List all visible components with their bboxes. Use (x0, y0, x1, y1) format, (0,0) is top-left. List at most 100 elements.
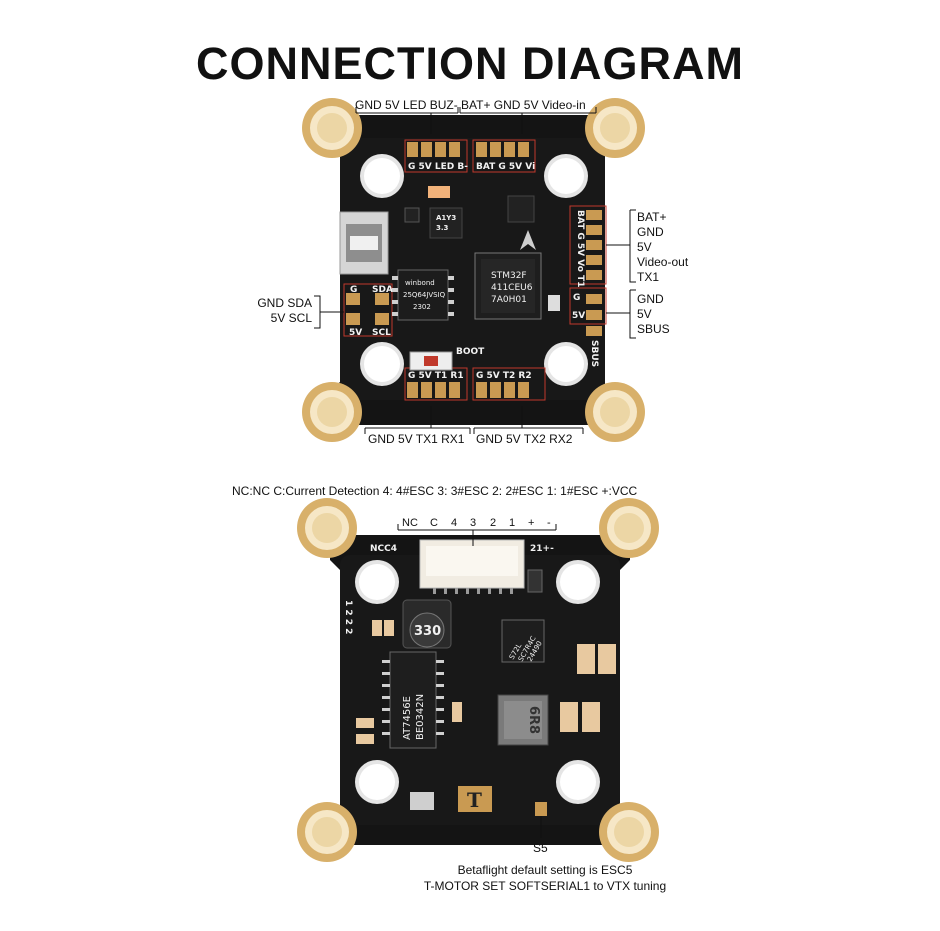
page-title: CONNECTION DIAGRAM (196, 38, 744, 89)
fc-label-right-upper: BAT+ GND 5V Video-out TX1 (637, 210, 688, 285)
esc-mount-ring-tr (599, 498, 659, 558)
esc-logo (458, 786, 492, 812)
fc-flash-line3: 2302 (413, 303, 431, 311)
fc-top-right-bracket (459, 107, 597, 134)
fc-right-upper-bracket (606, 209, 636, 283)
fc-usb-connector (339, 211, 389, 275)
esc-silk-right: 21+- (530, 544, 554, 554)
esc-inductor-label: 330 (414, 624, 441, 639)
esc-silk-left: NCC4 (370, 544, 397, 554)
fc-label-right-upper-3: 5V (637, 240, 652, 254)
esc-note-line1: Betaflight default setting is ESC5 (457, 863, 633, 877)
fc-hole-tl (360, 154, 404, 198)
fc-label-bottom-right: GND 5V TX2 RX2 (476, 432, 573, 446)
esc-module-label: 6R8 (526, 706, 541, 734)
fc-mcu-line3: 7A0H01 (491, 295, 527, 305)
fc-label-right-lower-1: GND (637, 292, 664, 306)
esc-connector (419, 539, 525, 594)
esc-mount-ring-bl (297, 802, 357, 862)
esc-pin-2: 2 (490, 517, 496, 529)
esc-mount-ring-br (599, 802, 659, 862)
esc-logo-text: T (467, 788, 482, 812)
esc-mount-ring-tl (297, 498, 357, 558)
esc-hole-tl (355, 560, 399, 604)
fc-label-right-upper-4: Video-out (637, 255, 689, 269)
esc-note: Betaflight default setting is ESC5 T-MOT… (410, 862, 680, 894)
fc-label-right-upper-1: BAT+ (637, 210, 667, 224)
fc-label-right-upper-2: GND (637, 225, 664, 239)
esc-osd-chip (382, 651, 444, 749)
fc-hole-br (544, 342, 588, 386)
fc-left-bracket (314, 295, 344, 329)
esc-hole-tr (556, 560, 600, 604)
fc-label-left: GND SDA 5V SCL (230, 296, 312, 326)
fc-mount-ring-bl (302, 382, 362, 442)
fc-mount-ring-tl (302, 98, 362, 158)
esc-pin-c: C (430, 517, 438, 529)
fc-silk-sbus-5v: 5V (572, 311, 585, 321)
esc-hole-bl (355, 760, 399, 804)
fc-mcu-chip (474, 252, 542, 320)
fc-mcu-line2: 411CEU6 (491, 283, 533, 293)
esc-pin-1: 1 (509, 517, 515, 529)
fc-label-right-lower-2: 5V (637, 307, 652, 321)
fc-bottom-right-bracket (473, 406, 584, 434)
fc-ic-line2: 3.3 (436, 224, 449, 232)
fc-top-pads (404, 139, 536, 173)
fc-hole-bl (360, 342, 404, 386)
fc-silk-bottom-left: G 5V T1 R1 (408, 371, 464, 381)
esc-pin-plus: + (528, 517, 534, 529)
esc-silk-side: 1 2 2 2 (343, 600, 353, 634)
fc-boot-button (409, 351, 453, 371)
esc-pin-4: 4 (451, 517, 457, 529)
fc-right-lower-bracket (606, 289, 636, 339)
esc-s5-pad (535, 802, 547, 816)
esc-header-legend: NC:NC C:Current Detection 4: 4#ESC 3: 3#… (232, 484, 638, 498)
fc-label-right-lower-3: SBUS (637, 322, 670, 336)
esc-osd-line1: AT7456E (402, 696, 413, 740)
fc-silk-left-g: G (350, 285, 357, 295)
fc-board-main (340, 138, 605, 400)
fc-silk-boot: BOOT (456, 347, 485, 357)
fc-silk-right-stack: BAT G 5V Vo T1 (575, 210, 585, 287)
esc-hole-br (556, 760, 600, 804)
esc-pin-3: 3 (470, 517, 476, 529)
fc-mount-ring-tr (585, 98, 645, 158)
fc-silk-left-scl: SCL (372, 328, 391, 338)
esc-note-line2: T-MOTOR SET SOFTSERIAL1 to VTX tuning (423, 879, 667, 893)
esc-mcu-chip (501, 619, 545, 663)
esc-osd-line2: BE0342N (415, 694, 426, 740)
fc-bottom-pads (404, 367, 546, 401)
esc-connector-pin-labels: NC C 4 3 2 1 + - (402, 517, 551, 529)
fc-silk-bottom-right: G 5V T2 R2 (476, 371, 532, 381)
fc-label-right-upper-5: TX1 (637, 270, 660, 284)
fc-label-bottom-left: GND 5V TX1 RX1 (368, 432, 465, 446)
fc-left-pads (343, 283, 393, 337)
esc-inductor (402, 599, 452, 649)
fc-silk-top-left: G 5V LED B- (408, 162, 468, 172)
fc-ic-line1: A1Y3 (436, 214, 456, 222)
fc-flash-line1: winbond (405, 279, 435, 287)
fc-mcu-line1: STM32F (491, 271, 527, 281)
fc-label-top-right: BAT+ GND 5V Video-in (461, 98, 586, 112)
fc-label-left-row2: 5V SCL (270, 311, 312, 325)
fc-silk-left-sda: SDA (372, 285, 393, 295)
esc-connector-bracket (397, 524, 557, 546)
fc-top-left-bracket (355, 107, 459, 134)
fc-silk-sbus-g: G (573, 293, 580, 303)
esc-pin-minus: - (547, 517, 551, 529)
fc-silk-left-5v: 5V (349, 328, 362, 338)
fc-silk-top-right: BAT G 5V Vi (476, 162, 535, 172)
fc-hole-tr (544, 154, 588, 198)
esc-pin-nc: NC (402, 517, 418, 529)
fc-bottom-left-bracket (364, 406, 471, 434)
fc-right-lower-pads (569, 287, 607, 336)
fc-mount-ring-br (585, 382, 645, 442)
fc-components (404, 186, 560, 311)
esc-passives (356, 569, 616, 810)
fc-silk-sbus: SBUS (589, 340, 599, 367)
fc-flash-chip (392, 269, 454, 321)
esc-s5-label: S5 (533, 841, 548, 855)
